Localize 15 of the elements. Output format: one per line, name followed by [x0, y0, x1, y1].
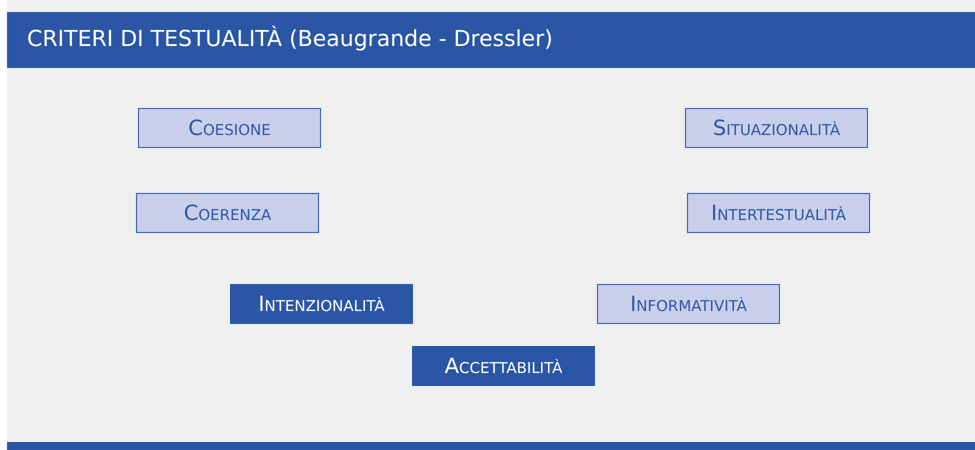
criterion-box [687, 193, 870, 233]
criterion-box [685, 108, 868, 148]
criterion-box [412, 346, 595, 386]
criterion-box [138, 108, 321, 148]
criterion-box [136, 193, 319, 233]
criterion-box [230, 284, 413, 324]
criterion-label: SITUAZIONALITÀ [712, 116, 840, 140]
criterion-label: COERENZA [184, 201, 272, 225]
criterion-label: COESIONE [188, 116, 271, 140]
criterion-label: INFORMATIVITÀ [630, 292, 747, 316]
slide-title: CRITERI DI TESTUALITÀ (Beaugrande - Dressler) [27, 27, 553, 52]
criterion-label: ACCETTABILITÀ [444, 354, 562, 378]
criterion-label: INTENZIONALITÀ [258, 292, 385, 316]
criterion-label: INTERTESTUALITÀ [711, 201, 846, 225]
criterion-box [597, 284, 780, 324]
